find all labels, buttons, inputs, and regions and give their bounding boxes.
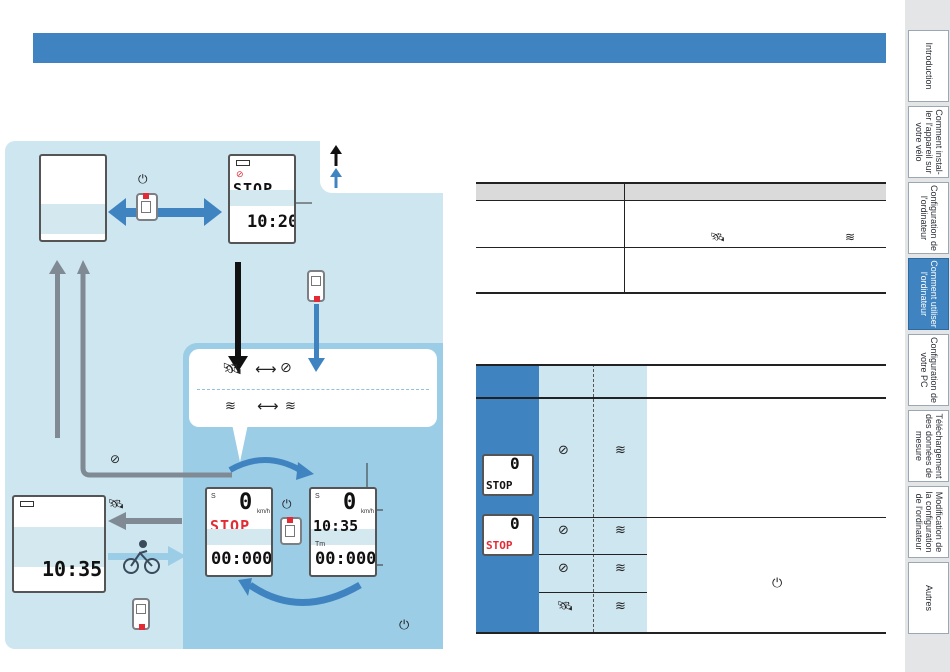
tm-label: Tm: [315, 541, 326, 548]
tab-others[interactable]: Autres: [908, 562, 949, 634]
gps-signal-icon: 🛰: [710, 230, 726, 244]
gps-off-icon: ⊘: [236, 169, 244, 179]
gps-signal-icon: 🛰: [108, 496, 125, 511]
sensor-signal-icon: ≋: [845, 230, 856, 244]
tab-installation[interactable]: Comment instal- ler l'appareil sur votre…: [908, 106, 949, 178]
gps-off-icon: ⊘: [558, 560, 569, 575]
gps-off-icon: ⊘: [558, 442, 569, 457]
table2-header-blue: [476, 364, 539, 397]
speed-display: 0: [510, 454, 520, 473]
top-double-arrow: [108, 198, 222, 226]
distance-display: 00:000: [211, 549, 273, 569]
mini-screen-b: 0 STOP: [482, 514, 534, 556]
gps-off-icon: ⊘: [558, 522, 569, 537]
device-button-top[interactable]: [136, 193, 158, 221]
legend-black-arrow-icon: [330, 145, 342, 166]
sensor-signal-icon: ≋: [615, 560, 626, 575]
grey-up-arrows: [49, 260, 232, 478]
table1-header: [476, 184, 886, 200]
speed-display: 0: [239, 490, 253, 515]
power-icon: ⏻: [282, 497, 292, 511]
blue-down-arrow: [308, 304, 325, 372]
speed-display: 0: [343, 490, 357, 515]
tab-introduction[interactable]: Introduction: [908, 30, 949, 102]
tab-modification[interactable]: Modification de la configuration de l'or…: [908, 486, 949, 558]
bubble-divider: [197, 389, 429, 390]
sleep-screen-top: [39, 154, 107, 242]
double-arrow-icon: ⟷: [255, 361, 277, 378]
tab-download[interactable]: Téléchargement des données de mesure: [908, 410, 949, 482]
sensor-signal-icon: ≋: [615, 522, 626, 537]
clock-display: 10:35: [42, 557, 103, 581]
blue-right-arrow: [108, 546, 186, 566]
distance-display: 00:000: [315, 549, 377, 569]
grey-left-arrow: [108, 512, 182, 530]
gps-signal-icon: 🛰: [557, 598, 574, 613]
tab-pc-configuration[interactable]: Configuration de votre PC: [908, 334, 949, 406]
stop-label: STOP: [486, 539, 513, 552]
section-header-band: [33, 33, 886, 63]
sensor-signal-icon: ≋: [285, 398, 296, 413]
power-icon: ⏻: [399, 617, 410, 632]
cyclist-icon: [123, 540, 160, 574]
tab-configuration[interactable]: Configuration de l'ordinateur: [908, 182, 949, 254]
gps-off-icon: ⊘: [110, 452, 121, 466]
speed-display: 0: [510, 514, 520, 533]
tab-usage[interactable]: Comment utiliser l'ordinateur: [908, 258, 949, 330]
cycle-bottom-arrow: [247, 581, 362, 606]
sleep-screen-bottom: 10:35: [12, 495, 106, 593]
speed-unit: km/h: [361, 509, 375, 515]
device-button-middle[interactable]: [280, 517, 302, 545]
standby-screen: ⊘ STOP 10:20: [228, 154, 296, 244]
power-icon: ⏻: [772, 575, 783, 590]
mini-screen-a: 0 STOP: [482, 454, 534, 496]
measure-screen-left: S 0 km/h STOP 00:000: [205, 487, 273, 577]
device-button-bottom[interactable]: [132, 598, 150, 630]
clock-display: 10:20: [247, 212, 296, 232]
gps-signal-icon: 🛰: [222, 361, 243, 378]
clock-display: 10:35: [313, 517, 359, 535]
legend-area: [320, 141, 443, 193]
sensor-signal-icon: ≋: [615, 442, 626, 457]
gps-off-icon: ⊘: [280, 359, 292, 375]
power-icon: ⏻: [138, 172, 148, 186]
cycle-top-arrow: [228, 457, 302, 473]
double-arrow-icon: ⟷: [257, 398, 279, 415]
speed-unit: km/h: [257, 509, 271, 515]
bubble-tail: [232, 424, 248, 462]
legend-blue-arrow-icon: [330, 168, 342, 188]
black-down-arrow: [228, 262, 248, 372]
stop-label: STOP: [486, 479, 513, 492]
sensor-signal-icon: ≋: [615, 598, 626, 613]
sensor-signal-icon: ≋: [225, 398, 236, 413]
measure-screen-right: S 0 km/h 10:35 Tm 00:000: [309, 487, 377, 577]
device-button-mode[interactable]: [307, 270, 325, 302]
